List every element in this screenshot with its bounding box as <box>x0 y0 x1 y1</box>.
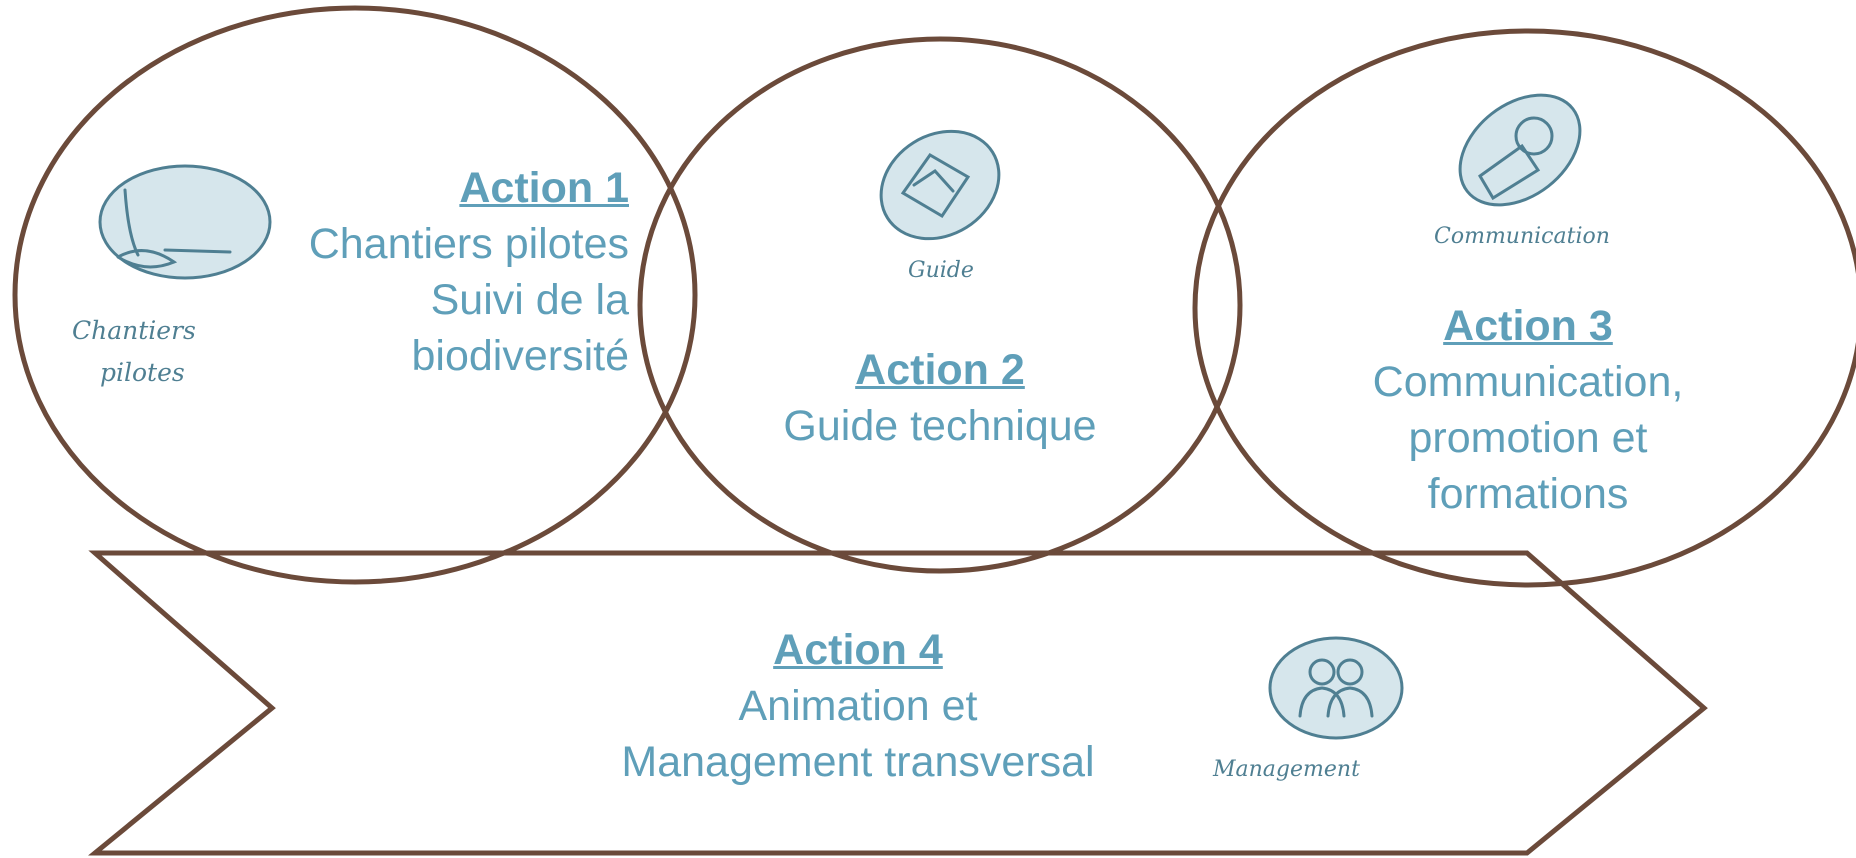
action-4-text: Action 4 Animation et Management transve… <box>548 622 1168 790</box>
action-2-ellipse <box>637 36 1243 574</box>
action-3-ellipse <box>1192 28 1856 588</box>
action-4-line-2: Management transversal <box>621 738 1095 786</box>
action-3-title: Action 3 <box>1443 302 1613 350</box>
action-1-title: Action 1 <box>459 164 629 212</box>
action-4-icon-caption-line-1: Management <box>1213 757 1360 782</box>
action-1-line-1: Chantiers pilotes <box>308 220 629 268</box>
action-1-ellipse <box>12 5 698 585</box>
action-4-banner <box>88 550 1708 856</box>
action-2-title: Action 2 <box>855 346 1025 394</box>
action-3-icon-caption: Communication <box>1434 224 1610 249</box>
action-1-icon-caption-line-1: Chantiers <box>72 316 196 345</box>
action-1-text: Action 1 Chantiers pilotes Suivi de la b… <box>269 160 629 384</box>
action-1-line-2: Suivi de la <box>430 276 629 324</box>
action-1-icon-caption: Chantiers pilotes <box>72 310 196 394</box>
guide-book-icon <box>879 129 1001 241</box>
action-1-icon-caption-line-2: pilotes <box>100 358 185 387</box>
action-4-title: Action 4 <box>773 626 943 674</box>
shovel-icon <box>98 164 272 280</box>
action-3-icon-caption-line-1: Communication <box>1434 224 1610 249</box>
action-3-line-2: promotion et <box>1408 414 1648 462</box>
action-2-text: Action 2 Guide technique <box>700 342 1180 454</box>
action-4-icon-caption: Management <box>1213 757 1360 782</box>
action-3-text: Action 3 Communication, promotion et for… <box>1318 298 1738 522</box>
action-3-line-1: Communication, <box>1372 358 1684 406</box>
action-1-line-3: biodiversité <box>411 332 630 380</box>
people-icon <box>1268 636 1404 740</box>
megaphone-icon <box>1458 93 1582 207</box>
action-4-line-1: Animation et <box>738 682 978 730</box>
action-3-line-3: formations <box>1427 470 1629 518</box>
action-2-icon-caption-line-1: Guide <box>908 258 974 283</box>
action-2-line-1: Guide technique <box>783 402 1097 450</box>
action-2-icon-caption: Guide <box>908 258 974 283</box>
